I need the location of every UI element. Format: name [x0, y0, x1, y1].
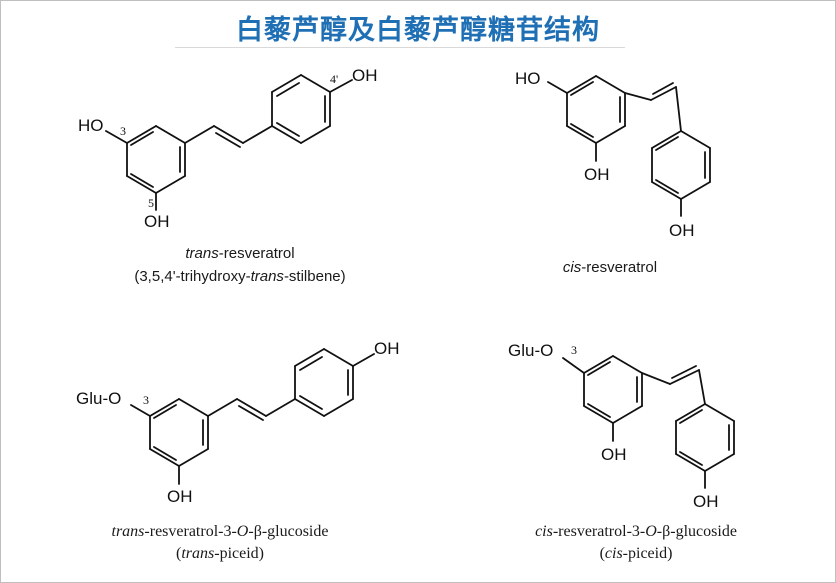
- ring-b-bonds: [294, 348, 354, 417]
- hydroxyl-label-4prime: OH: [669, 221, 695, 240]
- substituent-bonds: [130, 353, 375, 485]
- caption-trans-piceid-line2: (trans-piceid): [176, 545, 264, 562]
- caption-trans-resveratrol-line1: trans-resveratrol: [185, 245, 295, 262]
- vinyl-bridge-cis: [641, 365, 706, 405]
- vinyl-bridge-cis: [624, 82, 682, 132]
- position-3-label: 3: [120, 124, 126, 138]
- substituent-bonds: [562, 357, 706, 489]
- caption-cis-resveratrol: cis-resveratrol: [562, 259, 658, 276]
- title-divider: [175, 47, 625, 48]
- vinyl-bridge-trans: [207, 398, 296, 421]
- hydroxyl-label-3: HO: [78, 116, 104, 135]
- position-5-label: 5: [148, 196, 154, 210]
- page-title: 白藜芦醇及白藜芦醇糖苷结构: [236, 15, 600, 46]
- hydroxyl-label-4prime: OH: [352, 66, 378, 85]
- hydroxyl-label-4prime: OH: [693, 492, 719, 511]
- oh-bonds: [547, 81, 682, 217]
- ring-b-bonds: [271, 74, 331, 144]
- caption-trans-piceid-line1: trans-resveratrol-3-O-β-glucoside: [111, 523, 329, 540]
- hydroxyl-label-5: OH: [601, 445, 627, 464]
- ring-a-bonds: [126, 125, 186, 194]
- structure-cis-resveratrol: HO OH OH: [515, 69, 711, 240]
- caption-trans-resveratrol-line2: (3,5,4'-trihydroxy-trans-stilbene): [134, 268, 346, 285]
- hydroxyl-label-5: OH: [584, 165, 610, 184]
- hydroxyl-label-5: OH: [144, 212, 170, 231]
- glucosyloxy-label: Glu-O: [76, 389, 121, 408]
- oh-bonds: [105, 79, 353, 211]
- position-3-label: 3: [571, 343, 577, 357]
- ring-b-bonds: [675, 403, 735, 472]
- ring-a-bonds: [566, 75, 626, 144]
- structure-trans-resveratrol: HO 3 5 OH 4' OH: [78, 66, 378, 231]
- glucosyloxy-label: Glu-O: [508, 341, 553, 360]
- position-4prime-label: 4': [330, 72, 338, 86]
- structure-cis-piceid: Glu-O 3 OH OH: [508, 341, 735, 511]
- position-3-label: 3: [143, 393, 149, 407]
- hydroxyl-label-5: OH: [167, 487, 193, 506]
- caption-cis-piceid-line2: (cis-piceid): [599, 545, 673, 562]
- caption-cis-piceid-line1: cis-resveratrol-3-O-β-glucoside: [535, 523, 737, 540]
- hydroxyl-label-4prime: OH: [374, 339, 400, 358]
- ring-a-bonds: [149, 398, 209, 467]
- ring-a-bonds: [583, 355, 643, 424]
- ring-b-bonds: [651, 130, 711, 200]
- hydroxyl-label-3: HO: [515, 69, 541, 88]
- structure-trans-piceid: Glu-O 3 OH OH: [76, 339, 400, 506]
- vinyl-bridge-trans: [184, 125, 273, 148]
